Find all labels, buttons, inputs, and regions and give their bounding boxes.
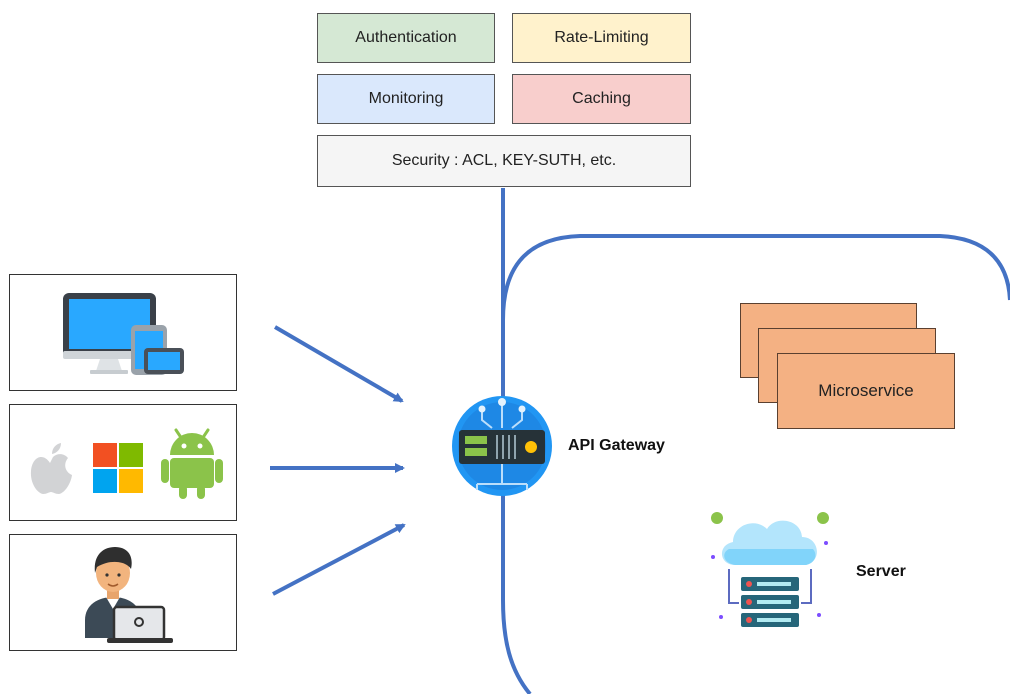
desktop-tablet-phone-icon [63,293,184,375]
monitoring-box: Monitoring [317,74,495,124]
security-box: Security : ACL, KEY-SUTH, etc. [317,135,691,187]
cloud-server-icon [711,512,829,627]
microservice-card: Microservice [777,353,955,429]
user-arrow [272,523,406,596]
backend-boundary [501,234,1010,694]
api-gateway-label: API Gateway [568,437,665,454]
rate-limiting-box: Rate-Limiting [512,13,691,63]
client-user-box [9,534,237,651]
developer-laptop-icon [85,547,173,643]
authentication-box: Authentication [317,13,495,63]
server-hub-icon [452,396,552,496]
platform-icons [30,428,223,499]
client-platforms-box [9,404,237,521]
server-label: Server [856,563,906,580]
apple-icon [30,443,72,494]
client-devices-box [9,274,237,391]
caching-box: Caching [512,74,691,124]
android-icon [161,428,223,499]
windows-icon [93,443,143,493]
devices-arrow [273,325,404,403]
